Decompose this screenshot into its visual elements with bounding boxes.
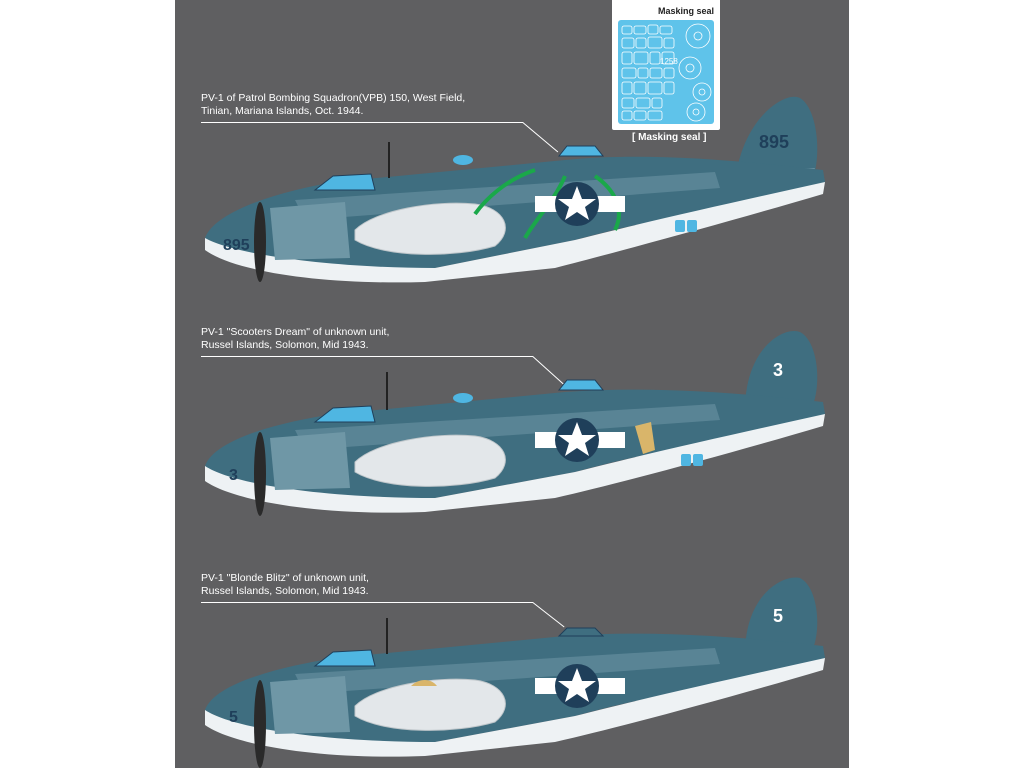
masking-seal-code: 1258 (660, 57, 678, 66)
masking-seal-title: Masking seal (657, 6, 714, 16)
profile-1-leader-line (201, 122, 523, 123)
profile-1-caption-line2: Tinian, Mariana Islands, Oct. 1944. (201, 105, 364, 117)
profile-3-nose-art (411, 680, 437, 686)
profile-2-nose-art (635, 422, 655, 454)
profile-2-nose-number: 3 (229, 467, 238, 484)
profile-2-caption: PV-1 "Scooters Dream" of unknown unit, R… (201, 326, 389, 352)
profile-2-leader-line (201, 356, 533, 357)
profile-2-tail-number: 3 (773, 360, 783, 380)
aircraft-profile-1: 895 895 (175, 90, 849, 290)
masking-seal-card: Masking seal (612, 0, 720, 130)
aircraft-profile-1-drawing: 895 895 (205, 96, 825, 283)
aircraft-profile-3-drawing: 5 5 (205, 577, 825, 768)
profile-3-tail-number: 5 (773, 606, 783, 626)
masking-seal-sheet: 1258 (618, 20, 714, 124)
aircraft-profile-2-drawing: 3 3 (205, 330, 825, 516)
profile-3-caption: PV-1 "Blonde Blitz" of unknown unit, Rus… (201, 572, 369, 598)
aircraft-profile-2: 3 3 (175, 326, 849, 526)
profile-3-leader-line (201, 602, 533, 603)
profile-1-caption: PV-1 of Patrol Bombing Squadron(VPB) 150… (201, 92, 465, 118)
profile-1-nose-number: 895 (223, 237, 250, 254)
profile-1-caption-line1: PV-1 of Patrol Bombing Squadron(VPB) 150… (201, 92, 466, 104)
profile-1-tail-number: 895 (759, 132, 789, 152)
aircraft-profile-3: 5 5 (175, 574, 849, 768)
profile-2-caption-line1: PV-1 "Scooters Dream" of unknown unit, (201, 326, 390, 338)
profile-3-nose-number: 5 (229, 709, 238, 726)
profile-2-caption-line2: Russel Islands, Solomon, Mid 1943. (201, 339, 369, 351)
instruction-panel: Masking seal (175, 0, 849, 768)
masking-seal-label: [ Masking seal ] (632, 132, 707, 143)
profile-3-caption-line1: PV-1 "Blonde Blitz" of unknown unit, (201, 572, 369, 584)
masking-seal-shapes: 1258 (621, 23, 712, 122)
profile-3-caption-line2: Russel Islands, Solomon, Mid 1943. (201, 585, 369, 597)
